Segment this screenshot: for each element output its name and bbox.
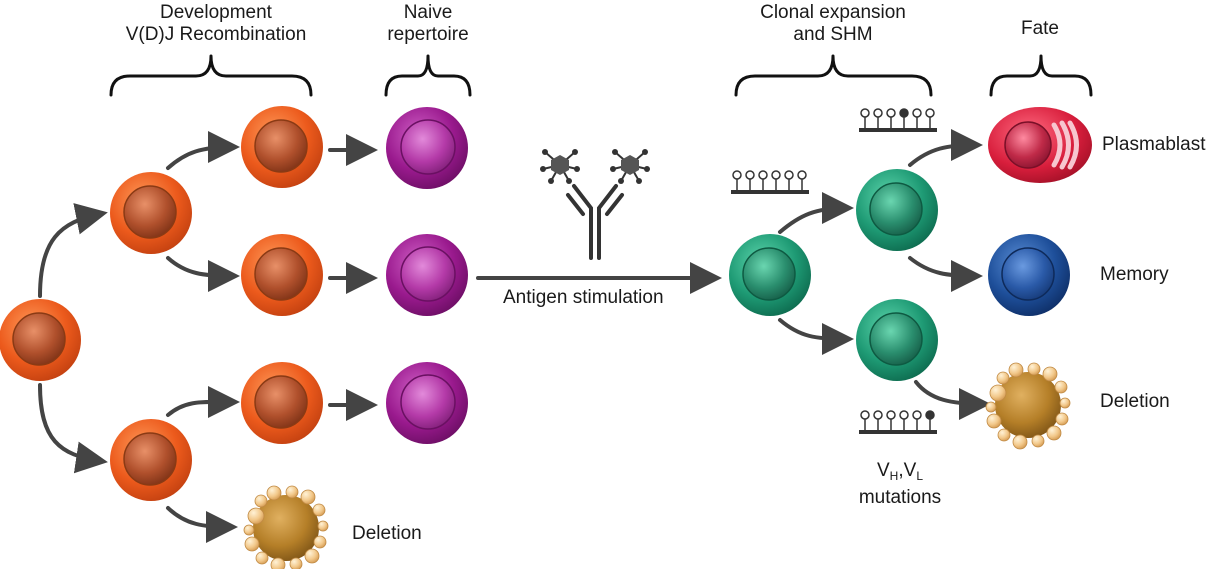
header-development-line2: V(D)J Recombination <box>125 24 307 45</box>
arrow-green-to-upper <box>778 192 854 234</box>
memory-cell <box>988 234 1070 316</box>
apoptotic-cell-left <box>243 485 329 569</box>
expanding-cell-center <box>729 234 811 316</box>
header-naive: Naive repertoire <box>372 2 484 46</box>
developing-cell-top <box>241 106 323 188</box>
header-clonal-line2: and SHM <box>793 24 873 45</box>
arrow-green-to-lower <box>778 318 854 355</box>
label-vh-vl: VH,VL <box>876 460 923 483</box>
mutation-bar-lower <box>859 410 937 434</box>
developing-cell-root <box>0 299 81 381</box>
naive-cell-top <box>386 107 468 189</box>
header-development-line1: Development <box>160 2 272 23</box>
label-deletion-right: Deletion <box>1100 391 1170 412</box>
developing-cell-mid <box>241 234 323 316</box>
antibody-icon <box>566 184 624 260</box>
label-mutations-word: mutations <box>858 487 942 508</box>
plasmablast-cell <box>988 107 1092 183</box>
arrow-upper-to-top <box>166 131 240 170</box>
mutation-bar-center <box>731 170 809 194</box>
label-memory: Memory <box>1100 264 1169 285</box>
mutation-bar-upper <box>859 108 937 132</box>
apoptotic-cell-right <box>985 362 1071 450</box>
developing-cell-third <box>241 362 323 444</box>
arrow-lower-to-deletion <box>166 506 238 543</box>
expanding-cell-upper <box>856 169 938 251</box>
label-deletion-left: Deletion <box>352 523 422 544</box>
arrow-to-memory <box>908 256 983 292</box>
label-plasmablast: Plasmablast <box>1102 134 1206 155</box>
header-naive-line1: Naive <box>403 2 453 23</box>
label-antigen-stimulation: Antigen stimulation <box>503 287 664 308</box>
developing-cell-lower <box>110 419 192 501</box>
header-clonal-line1: Clonal expansion <box>760 2 906 23</box>
arrow-root-to-upper <box>38 203 108 298</box>
naive-cell-mid <box>386 234 468 316</box>
bracket-clonal <box>734 54 933 97</box>
developing-cell-upper <box>110 172 192 254</box>
naive-cell-third <box>386 362 468 444</box>
header-fate: Fate <box>1000 18 1080 40</box>
bracket-naive <box>384 54 472 97</box>
header-clonal: Clonal expansion and SHM <box>733 2 933 46</box>
arrow-root-to-lower <box>38 383 108 474</box>
bracket-fate <box>989 54 1093 97</box>
arrow-upper-to-mid <box>166 256 240 292</box>
expanding-cell-lower <box>856 299 938 381</box>
antigen-icon-left <box>540 149 580 184</box>
label-mutations: VH,VL mutations <box>840 460 960 509</box>
arrow-to-plasmablast <box>908 129 983 167</box>
bracket-development <box>109 54 313 97</box>
header-fate-text: Fate <box>1020 18 1060 39</box>
antigen-icon-right <box>610 149 650 184</box>
arrow-lower-to-third <box>166 385 240 418</box>
arrow-to-deletion-right <box>914 380 991 420</box>
header-naive-line2: repertoire <box>387 24 469 45</box>
header-development: Development V(D)J Recombination <box>111 2 321 46</box>
